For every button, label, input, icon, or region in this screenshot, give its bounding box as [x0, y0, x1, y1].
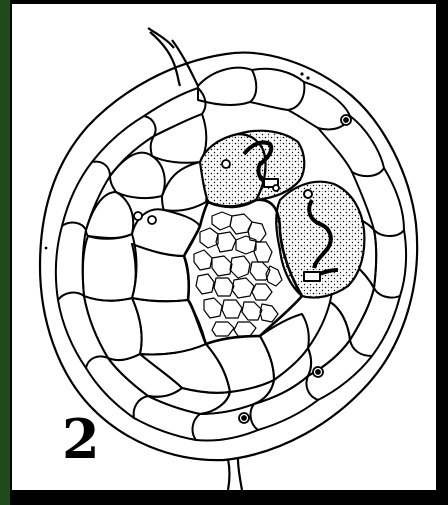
root-hair [150, 32, 198, 86]
figure-panel: 2 [12, 4, 436, 490]
stele-cells [194, 212, 282, 336]
green-border-edge [0, 0, 10, 505]
root-hair-bottom [228, 459, 242, 490]
figure-number-label: 2 [62, 412, 100, 466]
root-hair-tip [148, 28, 174, 48]
hypha-box-2 [304, 272, 320, 281]
hypha-node-1 [304, 190, 312, 198]
